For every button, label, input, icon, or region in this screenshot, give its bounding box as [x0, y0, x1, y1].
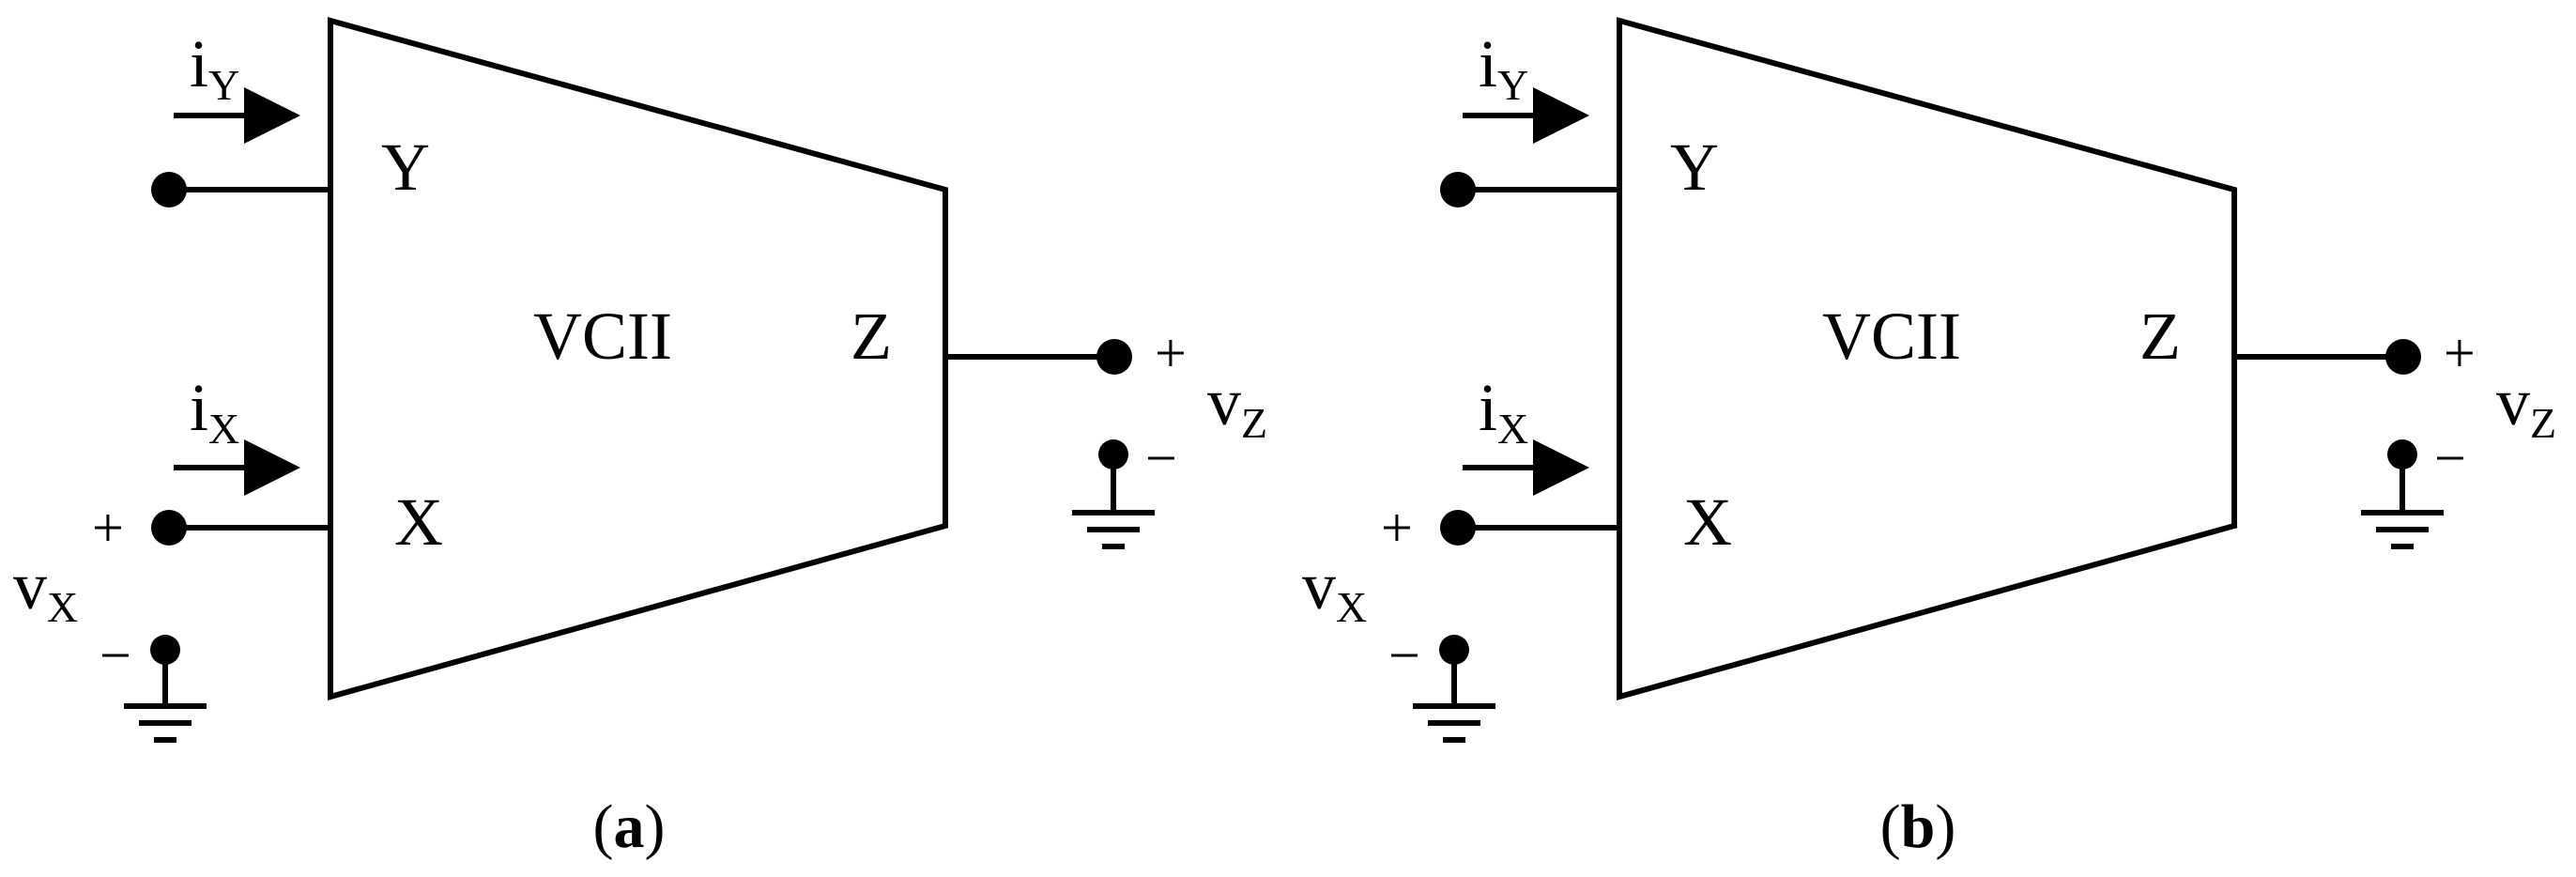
current-y-label: iY — [190, 26, 239, 109]
vz-minus-sign: − — [1145, 427, 1177, 489]
port-z-label: Z — [2139, 299, 2181, 374]
ground-symbol — [1072, 439, 1155, 549]
y-terminal-node — [1440, 172, 1476, 208]
caption: (b) — [1880, 792, 1956, 861]
caption: (a) — [593, 792, 666, 861]
vcii-block — [328, 17, 948, 700]
vx-plus-sign: + — [92, 497, 124, 559]
voltage-z-label: vZ — [2496, 364, 2556, 447]
x-terminal-node — [1440, 510, 1476, 546]
port-x-label: X — [394, 485, 443, 560]
y-terminal-node — [151, 172, 187, 208]
ground-symbol — [124, 635, 207, 743]
vx-minus-sign: − — [1388, 624, 1420, 686]
ground-symbol — [1413, 635, 1495, 743]
current-x-label: iX — [1479, 370, 1528, 453]
vx-minus-sign: − — [100, 624, 131, 686]
panel-a: VCII Y iY X iX + vX − Z — [13, 17, 1267, 861]
current-y-label: iY — [1479, 26, 1528, 109]
vz-plus-sign: + — [2444, 322, 2476, 384]
voltage-x-label: vX — [13, 548, 78, 631]
port-z-label: Z — [851, 299, 892, 374]
voltage-x-label: vX — [1302, 548, 1367, 631]
z-terminal-node — [2385, 339, 2421, 375]
vcii-label: VCII — [1822, 299, 1961, 374]
ground-symbol — [2361, 439, 2444, 549]
x-terminal-node — [151, 510, 187, 546]
port-y-label: Y — [381, 130, 430, 205]
current-x-label: iX — [190, 370, 239, 453]
vx-plus-sign: + — [1381, 497, 1413, 559]
panel-b: VCII Y iY X iX + vX − Z — [1302, 17, 2556, 861]
port-y-label: Y — [1670, 130, 1719, 205]
z-terminal-node — [1096, 339, 1132, 375]
voltage-z-label: vZ — [1207, 364, 1267, 447]
port-x-label: X — [1683, 485, 1732, 560]
vcii-block — [1617, 17, 2237, 700]
vz-minus-sign: − — [2434, 427, 2466, 489]
vz-plus-sign: + — [1155, 322, 1187, 384]
vcii-label: VCII — [533, 299, 672, 374]
